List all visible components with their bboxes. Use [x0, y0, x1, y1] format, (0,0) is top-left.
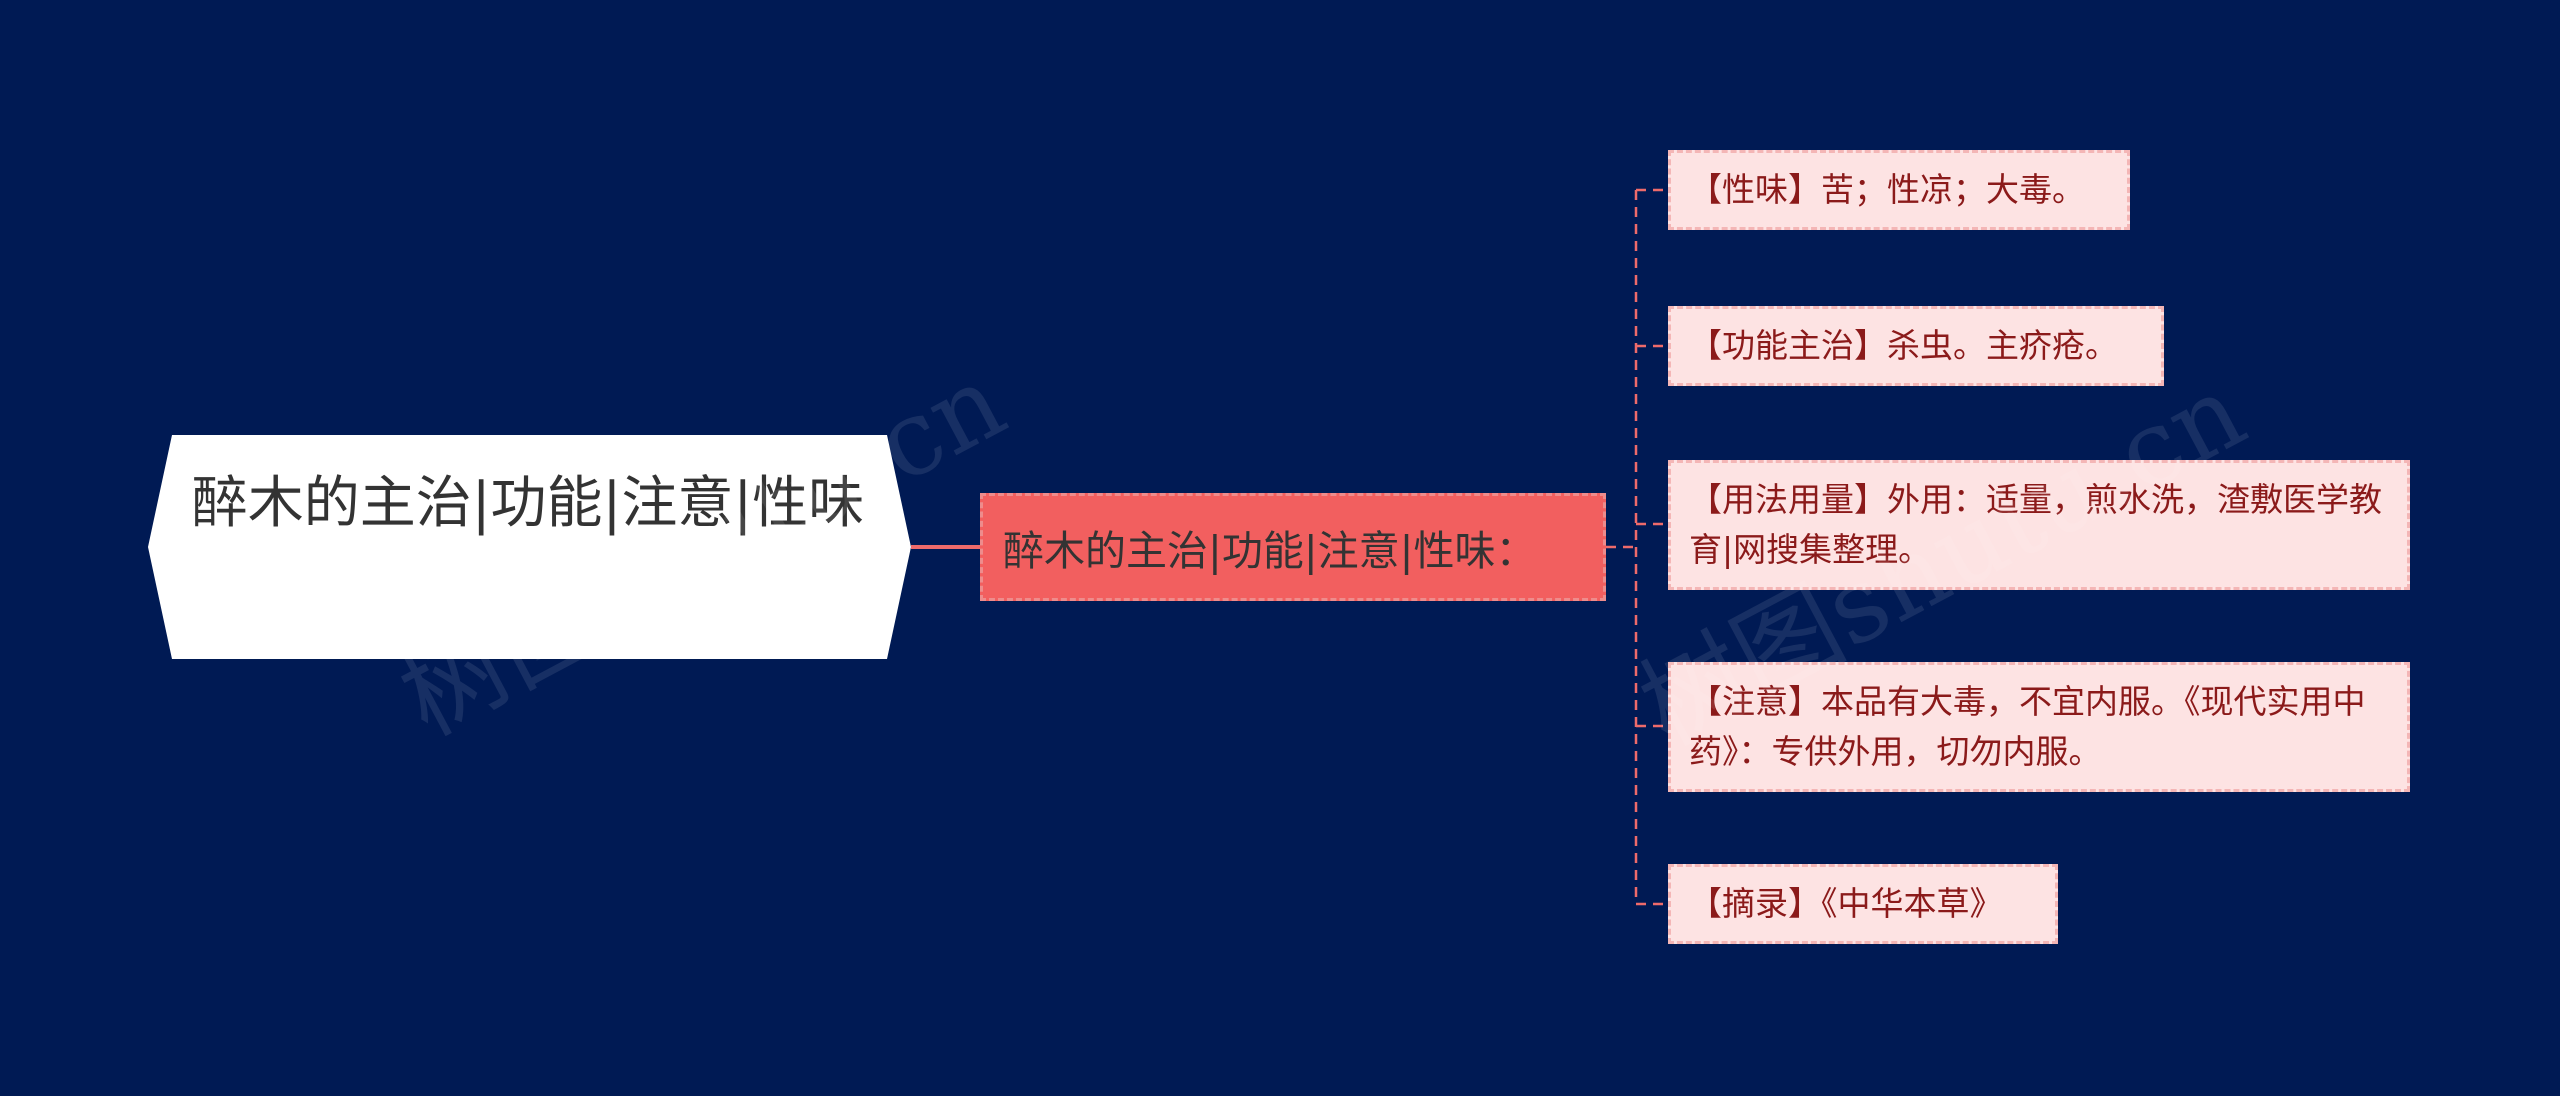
leaf-text: 【摘录】《中华本草》: [1689, 884, 2003, 923]
root-hexagon-shape: [148, 435, 911, 659]
leaf-node-xingwei[interactable]: 【性味】苦；性凉；大毒。: [1668, 150, 2130, 230]
leaf-node-gongneng[interactable]: 【功能主治】杀虫。主疥疮。: [1668, 306, 2164, 386]
subtopic-node[interactable]: 醉木的主治|功能|注意|性味：: [980, 493, 1606, 601]
leaf-text: 【用法用量】外用：适量，煎水洗，渣敷医学教育|网搜集整理。: [1689, 480, 2382, 569]
leaf-node-zhuyi[interactable]: 【注意】本品有大毒，不宜内服。《现代实用中药》：专供外用，切勿内服。: [1668, 662, 2410, 792]
root-topic-node[interactable]: 醉木的主治|功能|注意|性味: [148, 435, 911, 659]
leaf-text: 【注意】本品有大毒，不宜内服。《现代实用中药》：专供外用，切勿内服。: [1689, 682, 2366, 771]
root-topic-title: 醉木的主治|功能|注意|性味: [191, 471, 865, 536]
leaf-node-zhailu[interactable]: 【摘录】《中华本草》: [1668, 864, 2058, 944]
leaf-node-yongfa[interactable]: 【用法用量】外用：适量，煎水洗，渣敷医学教育|网搜集整理。: [1668, 460, 2410, 590]
leaf-text: 【功能主治】杀虫。主疥疮。: [1689, 326, 2118, 365]
subtopic-title: 醉木的主治|功能|注意|性味：: [1003, 527, 1537, 575]
leaf-text: 【性味】苦；性凉；大毒。: [1689, 170, 2085, 209]
